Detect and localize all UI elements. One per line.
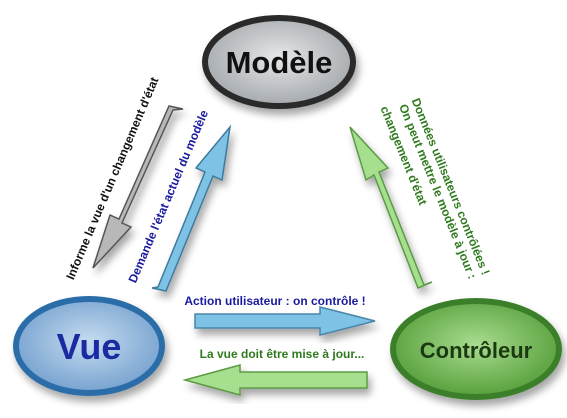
node-controleur: Contrôleur (390, 298, 562, 400)
node-modele: Modèle (202, 15, 356, 109)
arrow-controleur-to-modele (349, 126, 433, 289)
label-controleur-to-modele: Données utilisateurs contrôlées ! On peu… (377, 96, 492, 281)
arrow-modele-to-vue (92, 105, 184, 269)
arrow-vue-to-controleur (194, 306, 376, 336)
label-vue-to-controleur: Action utilisateur : on contrôle ! (184, 294, 365, 308)
node-vue-shape (13, 296, 165, 396)
arrow-controleur-to-vue (182, 364, 368, 396)
node-controleur-shape (390, 298, 562, 400)
node-vue: Vue (13, 296, 165, 396)
label-controleur-to-vue: La vue doit être mise à jour... (200, 347, 365, 361)
arrow-vue-to-modele (151, 124, 232, 292)
node-controleur-label: Contrôleur (420, 338, 533, 363)
node-modele-label: Modèle (226, 45, 333, 80)
node-vue-label: Vue (57, 326, 122, 367)
node-modele-shape (202, 15, 356, 109)
